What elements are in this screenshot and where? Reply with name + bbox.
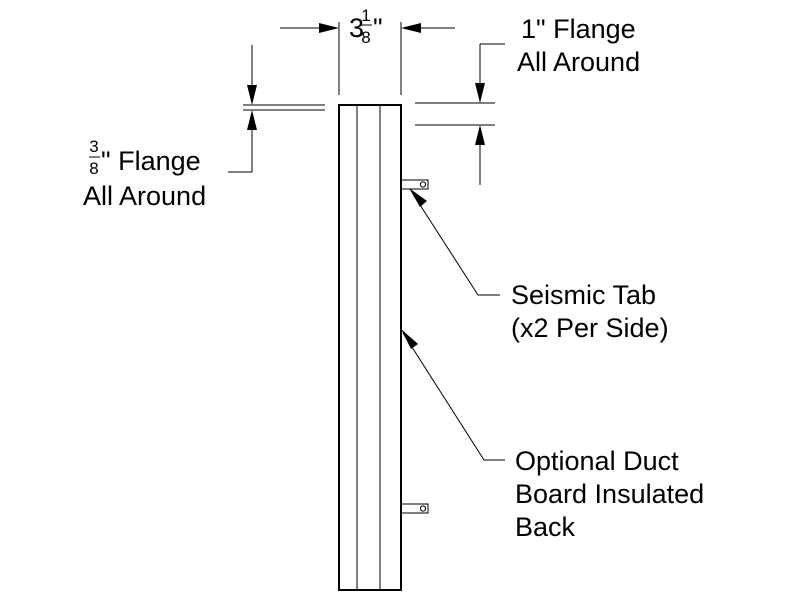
width-unit: " (373, 13, 383, 43)
panel-core (356, 104, 381, 591)
top-flange-label: 1" Flange (521, 14, 636, 44)
dimension-arrow-left (401, 23, 421, 33)
duct-board-callout: Optional Duct Board Insulated Back (401, 329, 704, 542)
dimension-arrow-right (319, 23, 339, 33)
seismic-tab-top (400, 179, 429, 190)
width-frac-den: 8 (361, 28, 370, 47)
width-frac-num: 1 (361, 6, 370, 25)
seismic-tab-bottom (400, 503, 429, 514)
seismic-tab-count: (x2 Per Side) (511, 313, 669, 343)
seismic-tab-label: Seismic Tab (511, 280, 656, 310)
side-flange-label: " Flange (101, 146, 201, 176)
top-flange-all-around: All Around (517, 47, 640, 77)
leader-arrow (409, 188, 427, 207)
top-flange-dimension: 1" Flange All Around (415, 14, 640, 185)
flange-ladder-strip (338, 104, 358, 591)
panel-section (338, 104, 402, 591)
width-whole: 3 (349, 13, 364, 43)
leader-arrow (401, 329, 418, 349)
seismic-tab-callout: Seismic Tab (x2 Per Side) (409, 188, 669, 343)
side-frac-den: 8 (89, 159, 98, 178)
side-flange-all-around: All Around (83, 181, 206, 211)
duct-board-label-1: Optional Duct (515, 446, 679, 476)
side-flange-dimension: 3 8 " Flange All Around (83, 45, 325, 211)
duct-board-insulation (379, 104, 402, 591)
side-frac-num: 3 (89, 137, 98, 156)
duct-board-label-3: Back (515, 512, 576, 542)
width-dimension: 3 1 8 " (280, 6, 455, 95)
duct-board-label-2: Board Insulated (515, 479, 704, 509)
panel-outline (338, 104, 402, 591)
